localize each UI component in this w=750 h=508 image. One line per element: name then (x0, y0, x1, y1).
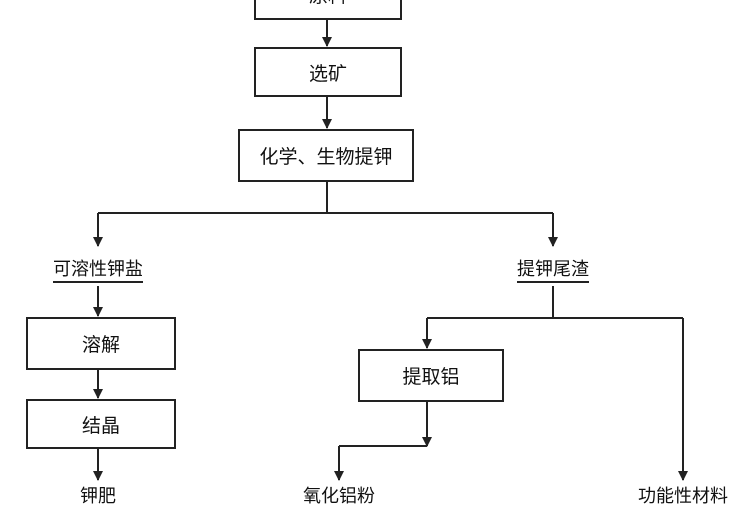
node-dissolve: 溶解 (26, 317, 176, 370)
node-functional-material: 功能性材料 (638, 486, 728, 507)
node-extraction: 化学、生物提钾 (238, 129, 414, 182)
node-extraction-label: 化学、生物提钾 (259, 146, 393, 168)
node-tailings: 提钾尾渣 (517, 259, 589, 283)
node-soluble-salt: 可溶性钾盐 (53, 259, 143, 283)
node-raw-material: 原料 (254, 0, 402, 20)
node-extract-aluminum-label: 提取铝 (402, 366, 460, 388)
node-crystallize-label: 结晶 (81, 414, 120, 437)
node-potash-fertilizer: 钾肥 (80, 486, 116, 507)
node-beneficiation-label: 选矿 (308, 62, 347, 85)
node-beneficiation: 选矿 (254, 47, 402, 97)
node-extract-aluminum: 提取铝 (358, 349, 504, 402)
node-alumina-powder: 氧化铝粉 (303, 486, 375, 507)
node-raw-material-label: 原料 (309, 0, 347, 8)
node-crystallize: 结晶 (26, 399, 176, 449)
node-dissolve-label: 溶解 (81, 334, 120, 356)
